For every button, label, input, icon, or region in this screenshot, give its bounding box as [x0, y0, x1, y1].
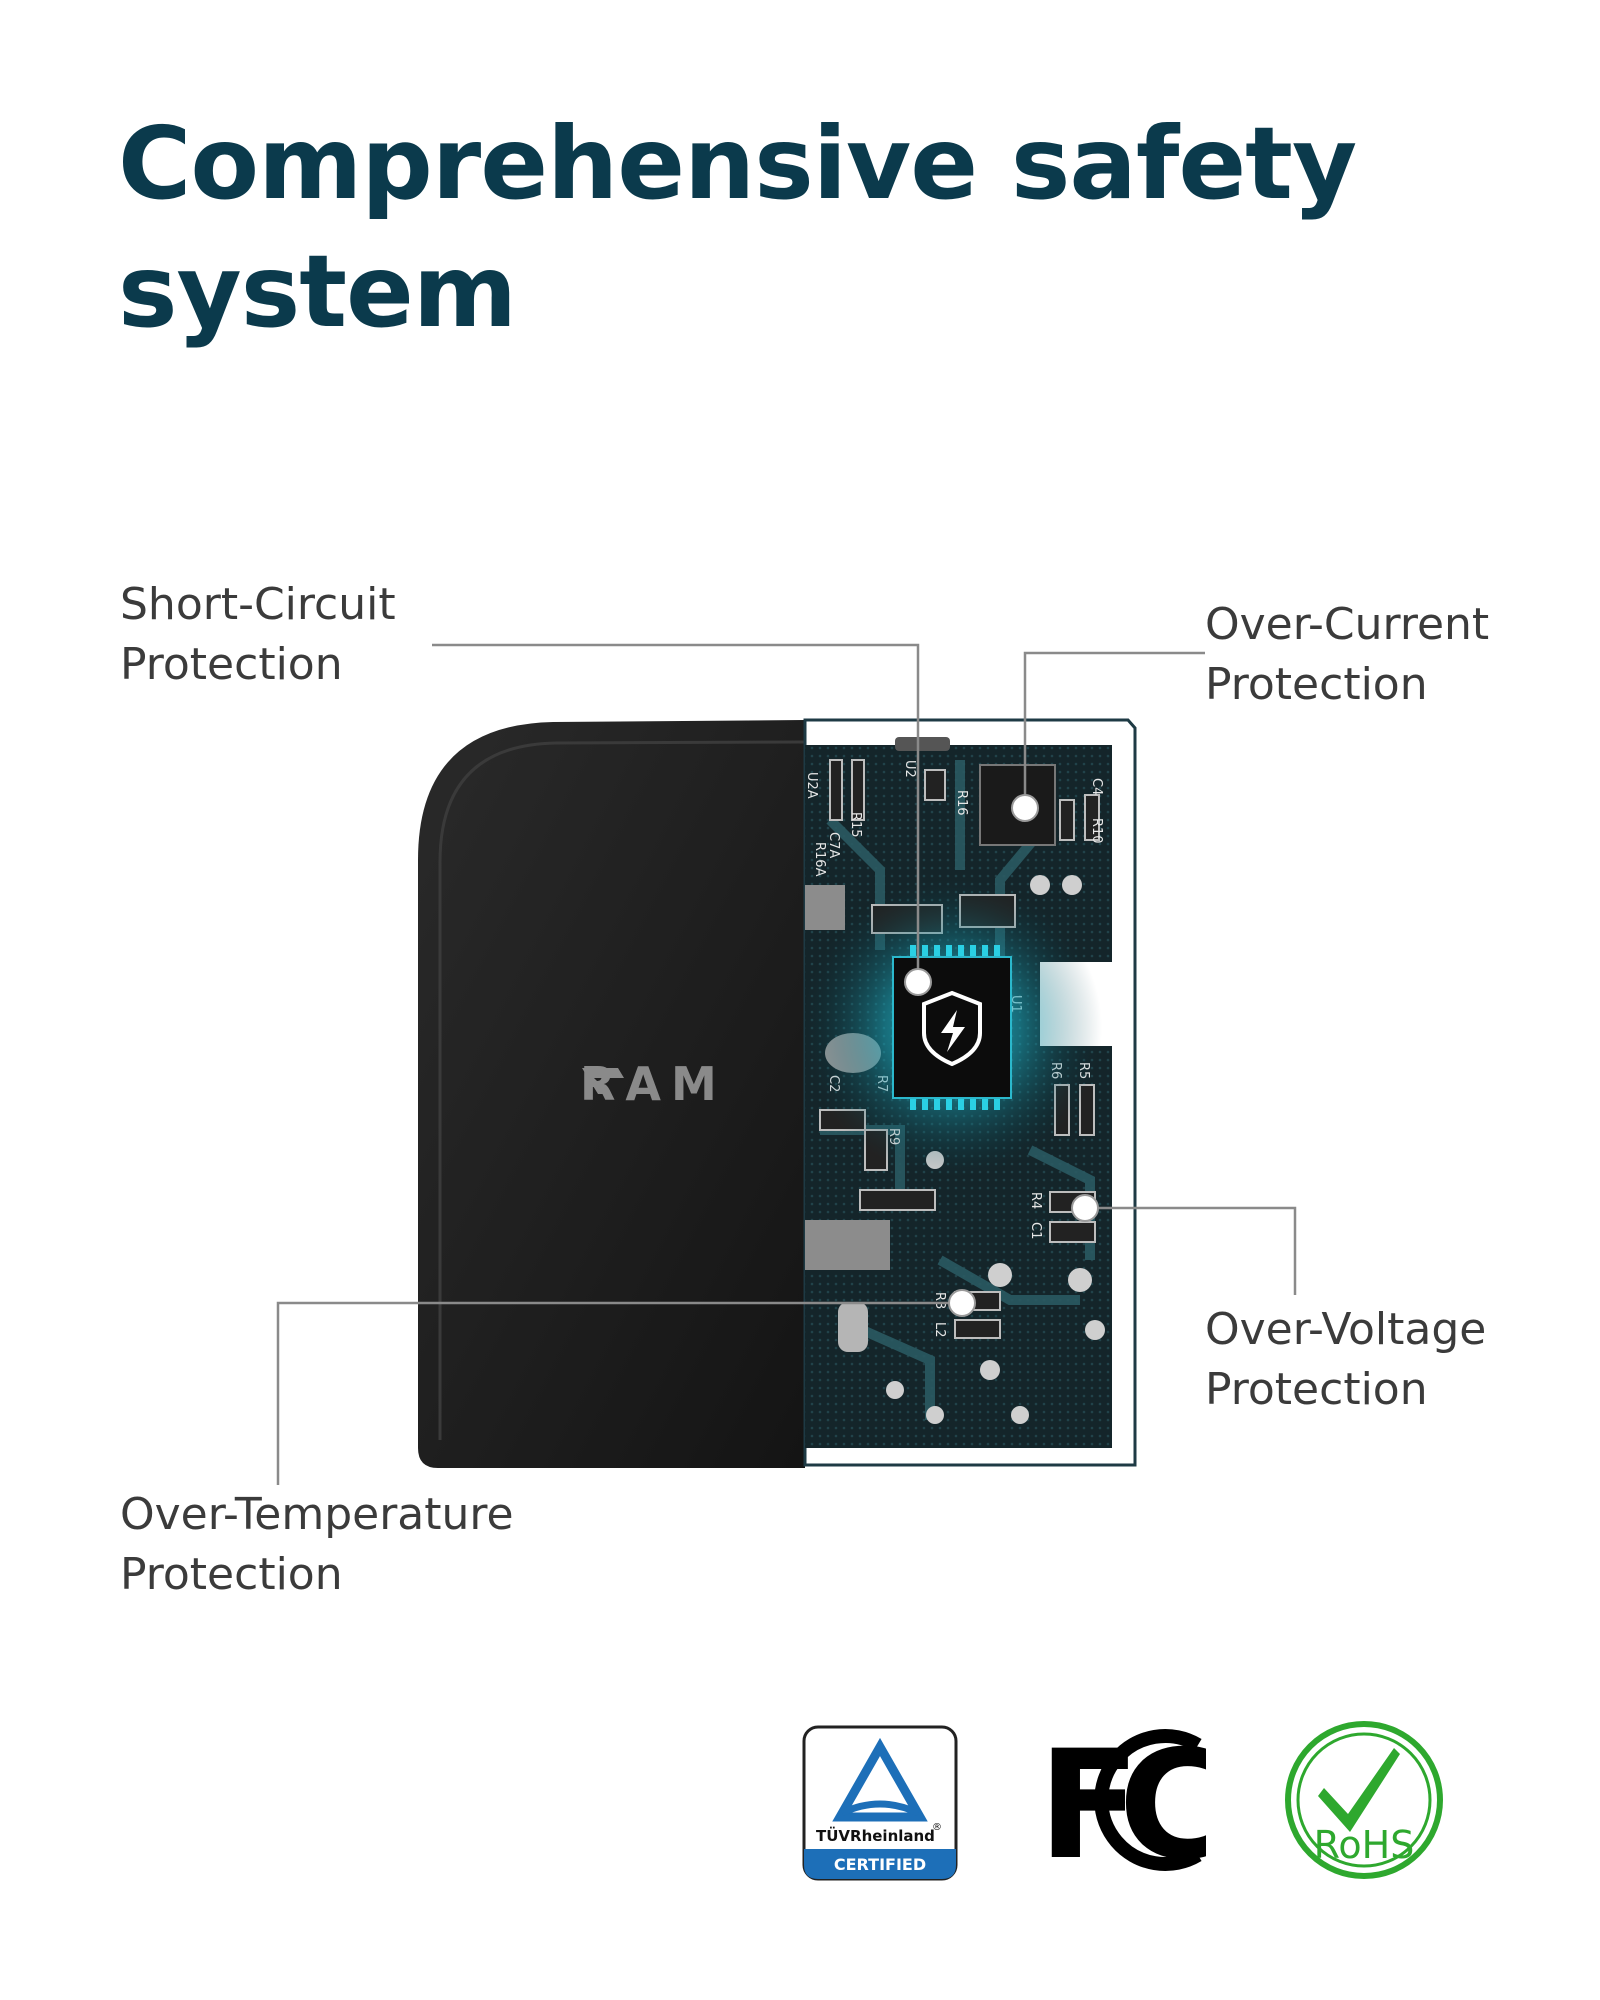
- over-current-leader-line: [1023, 651, 1205, 805]
- silkscreen-c1: C1: [1028, 1222, 1043, 1239]
- silkscreen-c4: C4: [1089, 778, 1104, 795]
- silkscreen-r16a: R16A: [812, 842, 827, 877]
- over-temperature-marker: [948, 1289, 976, 1317]
- checkmark-icon: [1318, 1748, 1400, 1832]
- over-voltage-leader-line: [1085, 1206, 1297, 1295]
- over-voltage-marker: [1071, 1194, 1099, 1222]
- tuv-registered-mark: ®: [932, 1822, 942, 1833]
- pcb-cutaway: U2A U2 R15 R16 C7A R16A C4 R10 U1 R5 R6 …: [802, 718, 1137, 1467]
- over-current-marker: [1011, 794, 1039, 822]
- shield-bolt-icon: [922, 990, 982, 1067]
- short-circuit-leader-line: [432, 643, 920, 978]
- fcc-logo: FC: [1038, 1725, 1206, 1875]
- short-circuit-protection-label: Short-Circuit Protection: [120, 579, 396, 690]
- silkscreen-r15: R15: [848, 812, 863, 838]
- silkscreen-c7a: C7A: [826, 832, 841, 858]
- tuv-name: TÜVRheinland: [816, 1826, 935, 1845]
- over-temperature-protection-label: Over-Temperature Protection: [120, 1489, 514, 1600]
- rohs-logo: RoHS: [1285, 1721, 1443, 1879]
- rohs-text: RoHS: [1314, 1823, 1415, 1867]
- brand-logo-icon: [582, 1068, 624, 1094]
- silkscreen-r16: R16: [954, 790, 969, 816]
- tuv-rheinland-certified-badge: TÜVRheinland ® CERTIFIED: [802, 1725, 958, 1881]
- tuv-triangle-icon: [832, 1737, 928, 1822]
- silkscreen-u2a: U2A: [804, 772, 819, 799]
- over-voltage-protection-label: Over-Voltage Protection: [1205, 1304, 1487, 1415]
- silkscreen-r4: R4: [1028, 1192, 1043, 1209]
- over-temperature-leader-line: [276, 1301, 962, 1485]
- short-circuit-marker: [904, 968, 932, 996]
- page-title: Comprehensive safety system: [118, 105, 1357, 350]
- brand-wordmark: RAM: [580, 1057, 727, 1111]
- charger-body: RAM: [418, 720, 806, 1468]
- silkscreen-r3: R3: [932, 1292, 947, 1309]
- over-current-protection-label: Over-Current Protection: [1205, 599, 1490, 710]
- tuv-certified-text: CERTIFIED: [834, 1855, 926, 1874]
- silkscreen-l2: L2: [932, 1322, 947, 1338]
- silkscreen-r10: R10: [1089, 818, 1104, 844]
- silkscreen-u2: U2: [902, 760, 917, 778]
